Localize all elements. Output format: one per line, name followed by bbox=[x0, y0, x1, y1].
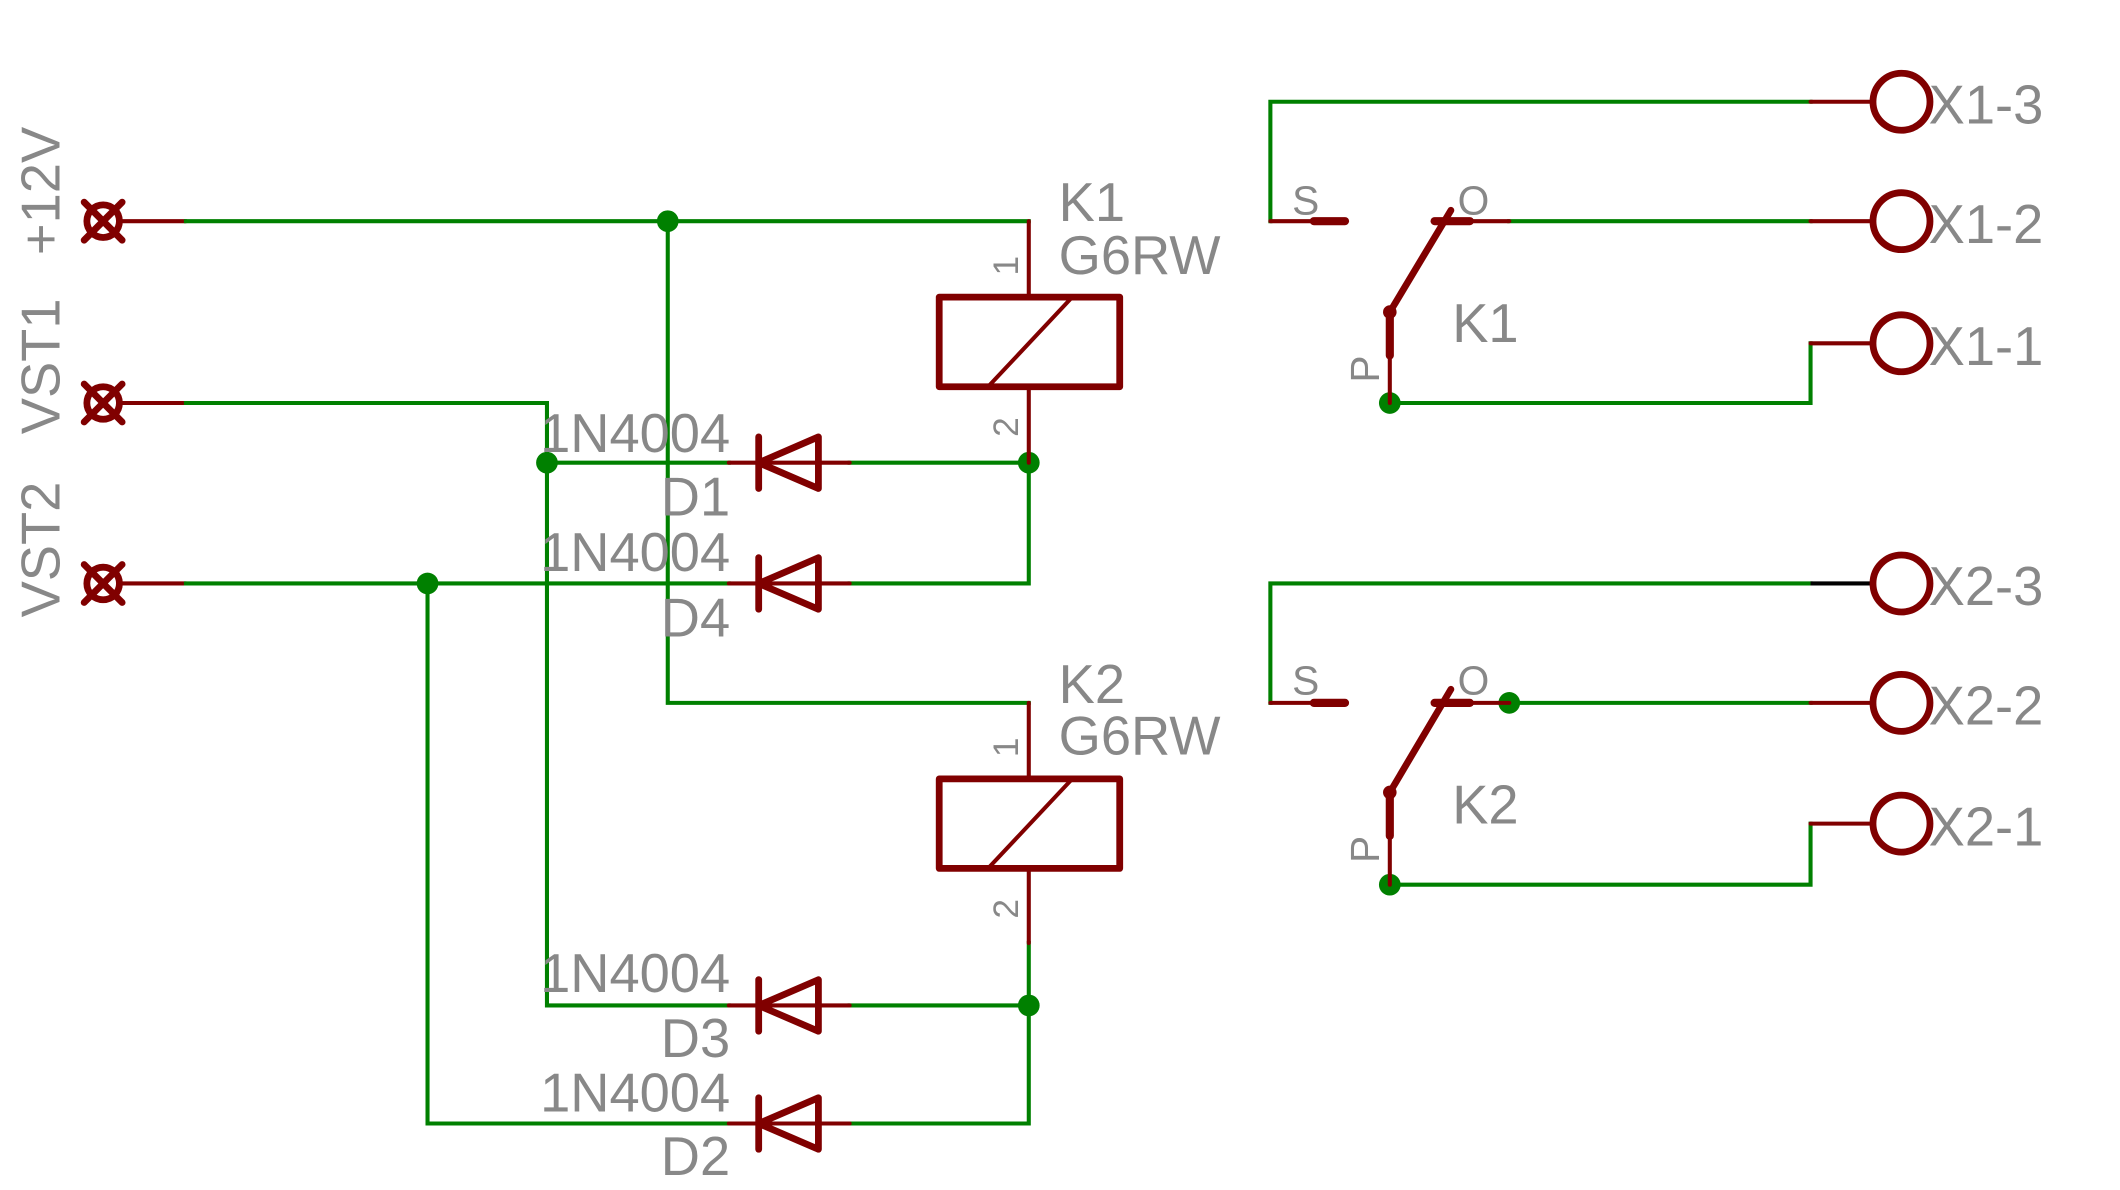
connector-label: X2-3 bbox=[1929, 556, 2044, 617]
connector-x2-3[interactable]: X2-3 bbox=[1810, 551, 2044, 617]
diode-d2[interactable]: 1N4004 D2 bbox=[540, 1062, 852, 1187]
contact-s-label: S bbox=[1292, 177, 1319, 223]
switch-label: K2 bbox=[1452, 775, 1518, 836]
relay-k1-coil[interactable]: 1 2 K1 G6RW bbox=[935, 172, 1222, 465]
switch-arm bbox=[1386, 685, 1455, 796]
net-k2-coil2[interactable] bbox=[847, 941, 1031, 1126]
diode-value: 1N4004 bbox=[540, 1062, 730, 1123]
net-12v-branch[interactable] bbox=[665, 219, 1031, 705]
pad-circle-icon bbox=[1869, 311, 1934, 376]
contact-p-label: P bbox=[1342, 836, 1388, 863]
relay-k2-switch[interactable]: S O P K2 bbox=[1268, 658, 1519, 887]
switch-arm bbox=[1386, 206, 1455, 316]
coil-pin2-number: 2 bbox=[987, 899, 1026, 919]
connector-x1-3[interactable]: X1-3 bbox=[1808, 69, 2044, 135]
relay-name: K2 bbox=[1059, 654, 1125, 715]
contact-o-label: O bbox=[1458, 658, 1490, 704]
connector-label: X1-1 bbox=[1929, 316, 2044, 377]
diode-d4[interactable]: 1N4004 D4 bbox=[540, 522, 852, 648]
junction-dot bbox=[536, 451, 558, 474]
coil-pin1-number: 1 bbox=[987, 738, 1026, 758]
junction-dot bbox=[1017, 994, 1040, 1017]
relay-value: G6RW bbox=[1059, 705, 1222, 766]
contact-p-label: P bbox=[1342, 355, 1388, 382]
net-x1-3[interactable] bbox=[1268, 99, 1813, 224]
coil-slash bbox=[986, 776, 1075, 871]
coil-pin2-number: 2 bbox=[987, 417, 1026, 437]
supply-pin-vst2[interactable]: VST2 bbox=[11, 482, 188, 618]
diode-name: D1 bbox=[661, 467, 730, 528]
diode-triangle bbox=[755, 1094, 822, 1153]
junction-dot bbox=[416, 572, 439, 595]
diode-d3[interactable]: 1N4004 D3 bbox=[540, 943, 852, 1069]
supply-label-12v: +12V bbox=[11, 127, 72, 255]
coil-pin1-number: 1 bbox=[987, 256, 1026, 276]
connector-x2-1[interactable]: X2-1 bbox=[1808, 791, 2044, 857]
diode-d1[interactable]: 1N4004 D1 bbox=[540, 403, 852, 528]
diode-value: 1N4004 bbox=[540, 943, 730, 1004]
diode-triangle bbox=[755, 433, 822, 492]
relay-name: K1 bbox=[1059, 172, 1125, 233]
relay-k1-switch[interactable]: S O P K1 bbox=[1268, 177, 1519, 406]
diode-name: D3 bbox=[661, 1008, 730, 1069]
connector-label: X2-1 bbox=[1929, 796, 2044, 857]
net-vst2-d2[interactable] bbox=[425, 581, 731, 1126]
net-k1-coil2[interactable] bbox=[847, 460, 1031, 586]
net-vst1[interactable] bbox=[183, 400, 731, 1008]
coil-slash bbox=[986, 295, 1075, 389]
pad-circle-icon bbox=[1869, 670, 1934, 735]
pad-circle-icon bbox=[1869, 69, 1934, 134]
net-x2-3[interactable] bbox=[1268, 581, 1813, 705]
diode-name: D4 bbox=[661, 587, 730, 648]
supply-pin-vst1[interactable]: VST1 bbox=[11, 299, 188, 435]
connector-x1-2[interactable]: X1-2 bbox=[1808, 189, 2044, 255]
diode-name: D2 bbox=[661, 1126, 730, 1187]
net-x2-1[interactable] bbox=[1387, 821, 1813, 887]
terminal-cross-icon bbox=[80, 198, 126, 244]
diode-value: 1N4004 bbox=[540, 403, 730, 464]
terminal-cross-icon bbox=[80, 561, 126, 606]
diode-triangle bbox=[755, 976, 822, 1035]
connector-label: X1-3 bbox=[1929, 74, 2044, 135]
contact-s-label: S bbox=[1292, 658, 1319, 704]
connector-x2-2[interactable]: X2-2 bbox=[1808, 670, 2044, 737]
supply-label-vst2: VST2 bbox=[11, 482, 72, 618]
net-x1-1[interactable] bbox=[1387, 341, 1813, 406]
junctions bbox=[416, 210, 1521, 1017]
pad-circle-icon bbox=[1869, 189, 1934, 254]
nets bbox=[183, 99, 1813, 1126]
diode-value: 1N4004 bbox=[540, 522, 730, 583]
diode-triangle bbox=[755, 554, 822, 613]
pad-circle-icon bbox=[1869, 551, 1934, 616]
terminal-cross-icon bbox=[80, 380, 126, 426]
supply-pin-12v[interactable]: +12V bbox=[11, 127, 188, 255]
connector-x1-1[interactable]: X1-1 bbox=[1808, 311, 2044, 377]
contact-o-label: O bbox=[1458, 177, 1490, 223]
connector-label: X2-2 bbox=[1929, 676, 2044, 737]
connector-label: X1-2 bbox=[1929, 194, 2044, 255]
pad-circle-icon bbox=[1869, 791, 1934, 856]
switch-label: K1 bbox=[1452, 293, 1518, 354]
junction-dot bbox=[656, 210, 679, 233]
relay-k2-coil[interactable]: 1 2 K2 G6RW bbox=[935, 654, 1222, 946]
supply-label-vst1: VST1 bbox=[11, 299, 72, 435]
relay-value: G6RW bbox=[1059, 225, 1222, 286]
